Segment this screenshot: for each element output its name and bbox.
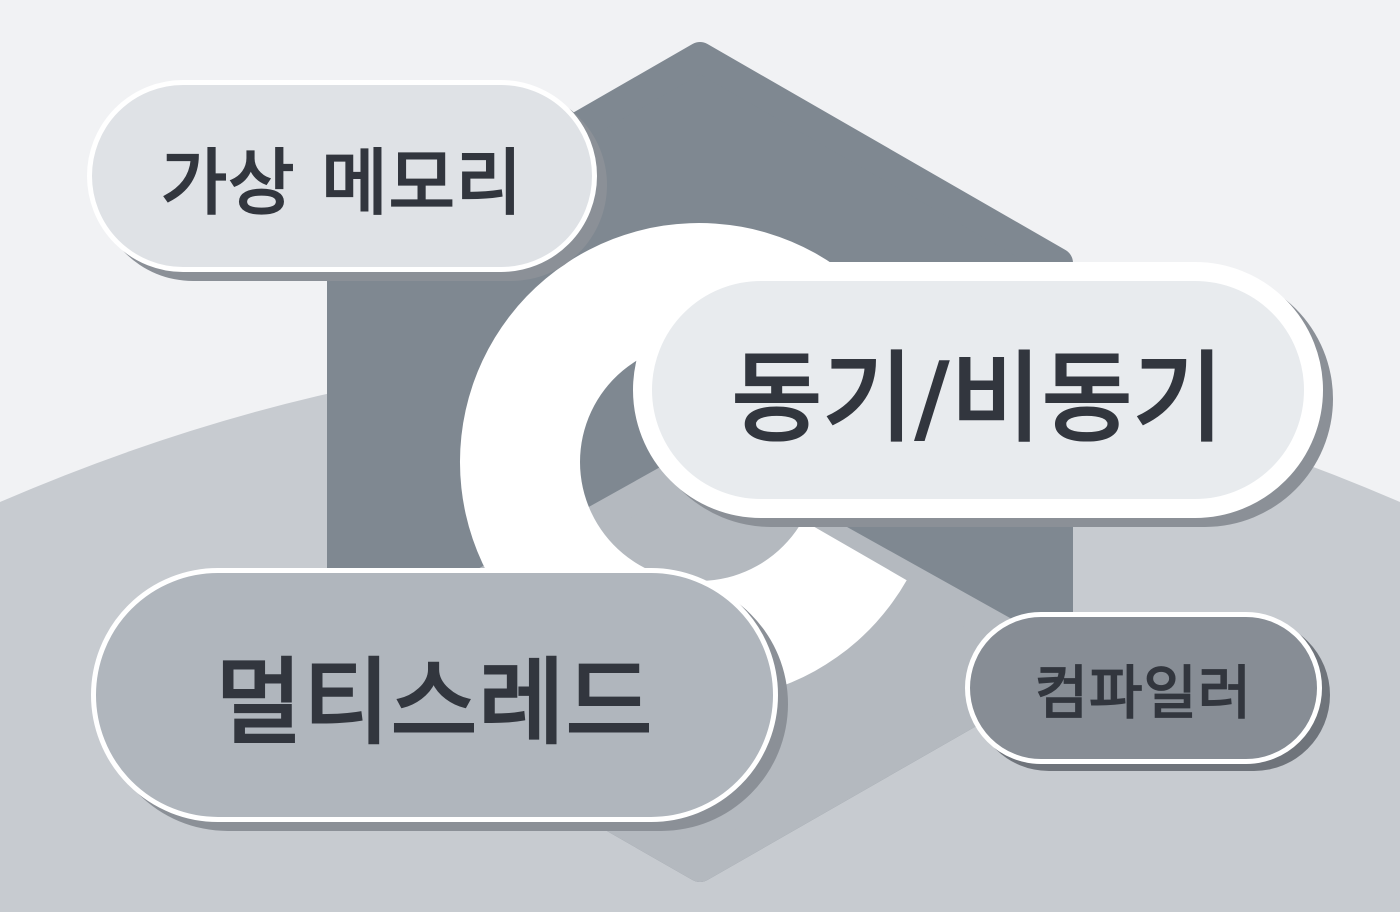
tag-virtual-memory-label: 가상 메모리: [160, 140, 524, 225]
tag-virtual-memory: 가상 메모리: [87, 80, 597, 272]
tag-compiler-label: 컴파일러: [1034, 659, 1253, 727]
tag-sync-async: 동기/비동기: [633, 262, 1323, 518]
tag-multithreading-label: 멀티스레드: [215, 649, 654, 758]
tag-compiler: 컴파일러: [965, 612, 1322, 764]
tag-multithreading: 멀티스레드: [91, 568, 778, 822]
tag-sync-async-label: 동기/비동기: [731, 342, 1225, 456]
